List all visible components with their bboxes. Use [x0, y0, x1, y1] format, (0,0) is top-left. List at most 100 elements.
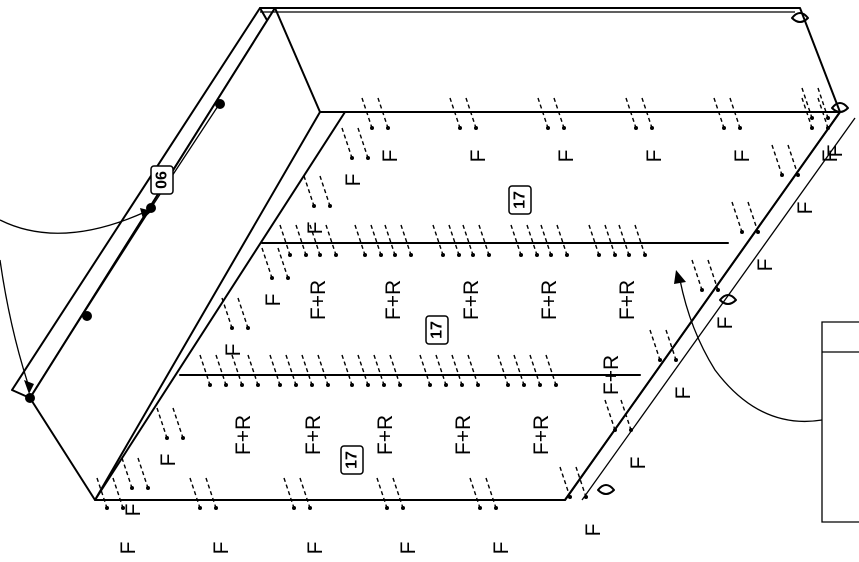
fastener-label-f: F	[555, 150, 578, 163]
fastener-label-f: F	[714, 317, 737, 330]
screw-icon	[208, 383, 212, 387]
fastener-label-f: F	[397, 542, 420, 555]
screw-icon	[826, 126, 830, 130]
screw-guide-line	[199, 354, 211, 386]
screw-guide-line	[559, 466, 571, 498]
screw-icon	[350, 383, 354, 387]
screw-icon	[240, 383, 244, 387]
fastener-label-f: F	[467, 150, 490, 163]
screw-guide-line	[469, 477, 481, 509]
screw-guide-line	[435, 354, 447, 386]
right-diagonal-fastener	[649, 329, 678, 362]
screw-guide-line	[299, 477, 311, 509]
fastener-label-f: F	[262, 294, 285, 307]
screw-icon	[409, 253, 413, 257]
top-edge-fastener	[449, 97, 478, 130]
screw-guide-line	[261, 247, 273, 279]
shelf-fastener	[301, 354, 330, 387]
cam-connectors	[597, 12, 849, 495]
screw-icon	[286, 276, 290, 280]
screw-icon	[597, 253, 601, 257]
screw-guide-line	[588, 224, 600, 256]
fastener-label-fr: F+R	[302, 415, 325, 455]
shelf-fastener	[618, 224, 647, 257]
screw-guide-line	[641, 97, 653, 129]
screw-guide-line	[205, 477, 217, 509]
screw-icon	[304, 253, 308, 257]
right-diagonal-fastener	[731, 201, 760, 234]
part-tag-06: 06	[150, 165, 174, 195]
screw-guide-line	[112, 477, 124, 509]
shelf-fastener	[462, 224, 491, 257]
screw-icon	[214, 506, 218, 510]
screw-guide-line	[96, 477, 108, 509]
screw-guide-line	[400, 224, 412, 256]
screw-guide-line	[285, 354, 297, 386]
panel-tag-bottom: 17	[340, 445, 364, 475]
screw-guide-line	[540, 224, 552, 256]
fastener-label-f: F	[342, 174, 365, 187]
screw-icon	[674, 358, 678, 362]
screw-guide-line	[376, 477, 388, 509]
screw-guide-line	[449, 97, 461, 129]
screw-icon	[146, 486, 150, 490]
screw-guide-line	[771, 144, 783, 176]
screw-icon	[487, 253, 491, 257]
screw-guide-line	[467, 354, 479, 386]
screw-guide-line	[319, 175, 331, 207]
screw-guide-line	[221, 297, 233, 329]
screw-icon	[565, 253, 569, 257]
screw-guide-line	[237, 297, 249, 329]
screw-icon	[288, 253, 292, 257]
screw-icon	[716, 288, 720, 292]
screw-guide-line	[478, 224, 490, 256]
fastener-label-fr: F+R	[600, 355, 623, 395]
fastener-label-f: F	[824, 145, 847, 158]
screw-icon	[312, 204, 316, 208]
screw-guide-line	[279, 224, 291, 256]
screw-guide-line	[189, 477, 201, 509]
screw-icon	[460, 383, 464, 387]
screw-guide-line	[618, 224, 630, 256]
shelf-fastener	[451, 354, 480, 387]
screw-icon	[613, 428, 617, 432]
shelf-fastener	[540, 224, 569, 257]
screw-guide-line	[392, 477, 404, 509]
fastener-label-fr: F+R	[538, 280, 561, 320]
screw-icon	[634, 126, 638, 130]
screw-icon	[700, 288, 704, 292]
left-diagonal-fastener	[156, 407, 185, 440]
screw-icon	[535, 253, 539, 257]
panel-tag-top: 17	[508, 185, 532, 215]
shelf-fastener	[497, 354, 526, 387]
screw-icon	[363, 253, 367, 257]
fastener-label-f: F	[672, 387, 695, 400]
screw-guide-line	[325, 224, 337, 256]
screw-guide-line	[787, 144, 799, 176]
top-edge-fastener	[801, 97, 830, 130]
screw-icon	[366, 383, 370, 387]
panel-number-middle: 17	[429, 321, 446, 339]
right-diagonal-fastener	[691, 259, 720, 292]
screw-guide-line	[121, 457, 133, 489]
screw-guide-line	[620, 399, 632, 431]
screw-guide-line	[269, 354, 281, 386]
screw-icon	[198, 506, 202, 510]
fastener-label-fr: F+R	[452, 415, 475, 455]
screw-guide-line	[309, 224, 321, 256]
screw-icon	[398, 383, 402, 387]
fastener-label-f: F	[731, 150, 754, 163]
screw-icon	[334, 253, 338, 257]
screw-icon	[658, 358, 662, 362]
screw-icon	[613, 253, 617, 257]
shelf-fastener	[432, 224, 461, 257]
shelf-fastener	[529, 354, 558, 387]
screw-guide-line	[526, 224, 538, 256]
screw-icon	[478, 506, 482, 510]
screw-icon	[105, 506, 109, 510]
screw-guide-line	[665, 329, 677, 361]
screw-icon	[629, 428, 633, 432]
screw-icon	[722, 126, 726, 130]
screw-guide-line	[529, 354, 541, 386]
